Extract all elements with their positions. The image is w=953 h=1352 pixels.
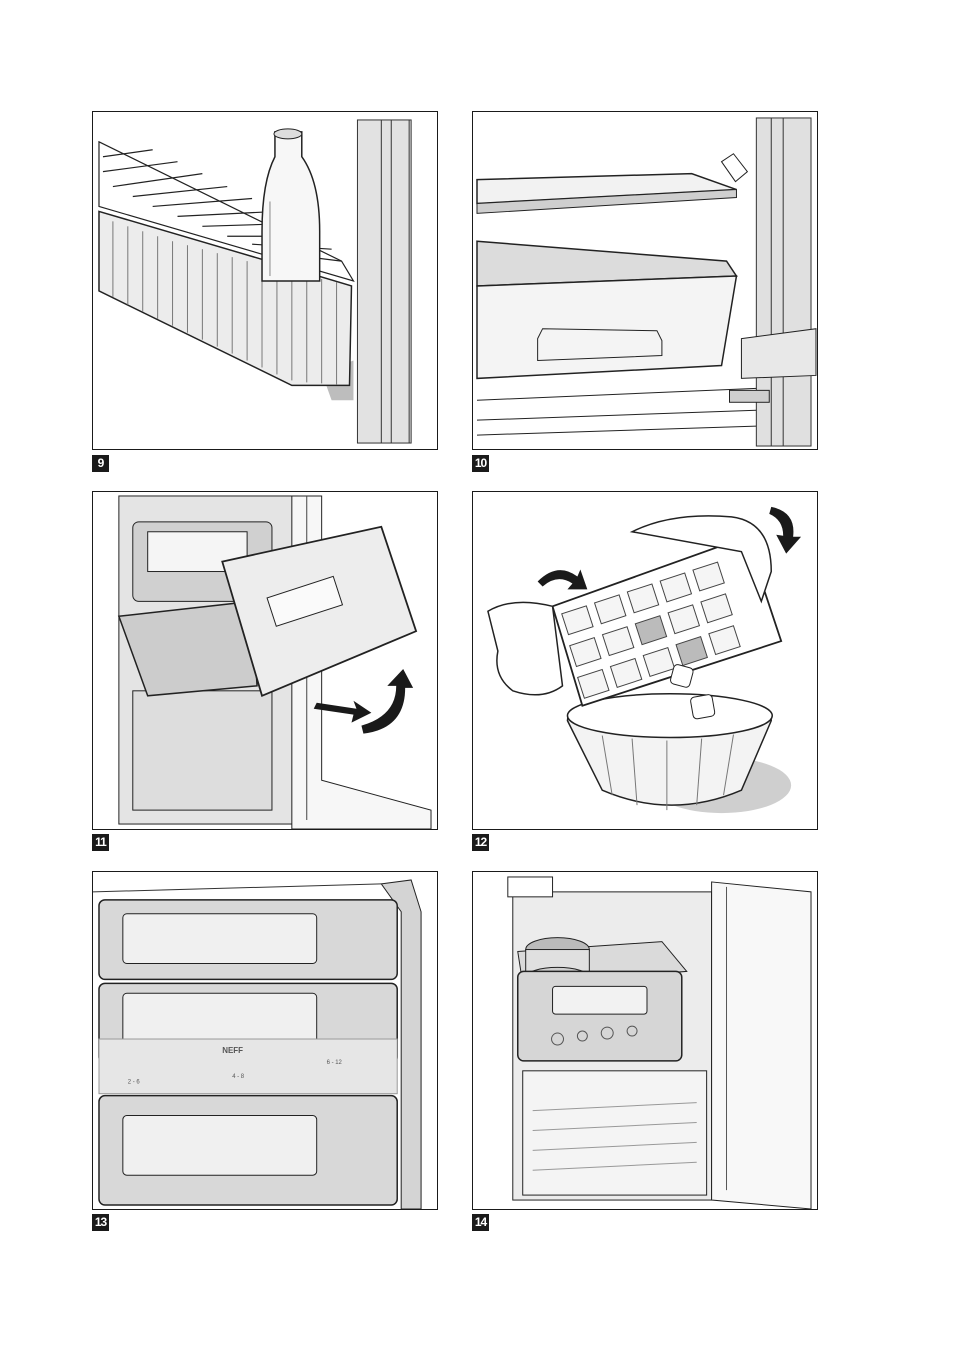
freezer-drawer-removal-drawing (93, 492, 437, 829)
figure-9-illustration (92, 111, 438, 450)
panel-range-right: 6 - 12 (327, 1060, 343, 1066)
figure-number-11: 11 (92, 834, 109, 851)
figure-11-illustration (92, 491, 438, 830)
figure-number-14: 14 (472, 1214, 489, 1231)
figure-number-12: 12 (472, 834, 489, 851)
panel-range-mid: 4 - 8 (232, 1074, 245, 1080)
figure-number-9: 9 (92, 455, 109, 472)
figure-12-illustration (472, 491, 818, 830)
glass-shelf-drawer-drawing (473, 112, 817, 449)
freezer-open-with-pot-drawing (473, 872, 817, 1209)
panel-range-left: 2 - 6 (128, 1080, 141, 1086)
figure-number-10: 10 (472, 455, 489, 472)
panel-logo: NEFF (222, 1046, 243, 1055)
ice-cube-tray-bowl-drawing (473, 492, 817, 829)
figure-number-13: 13 (92, 1214, 109, 1231)
door-shelf-bottle-drawing (93, 112, 437, 449)
figure-10-illustration (472, 111, 818, 450)
freezer-drawers-control-panel-drawing: NEFF 2 - 6 4 - 8 6 - 12 (93, 872, 437, 1209)
figure-13-illustration: NEFF 2 - 6 4 - 8 6 - 12 (92, 871, 438, 1210)
figure-14-illustration (472, 871, 818, 1210)
